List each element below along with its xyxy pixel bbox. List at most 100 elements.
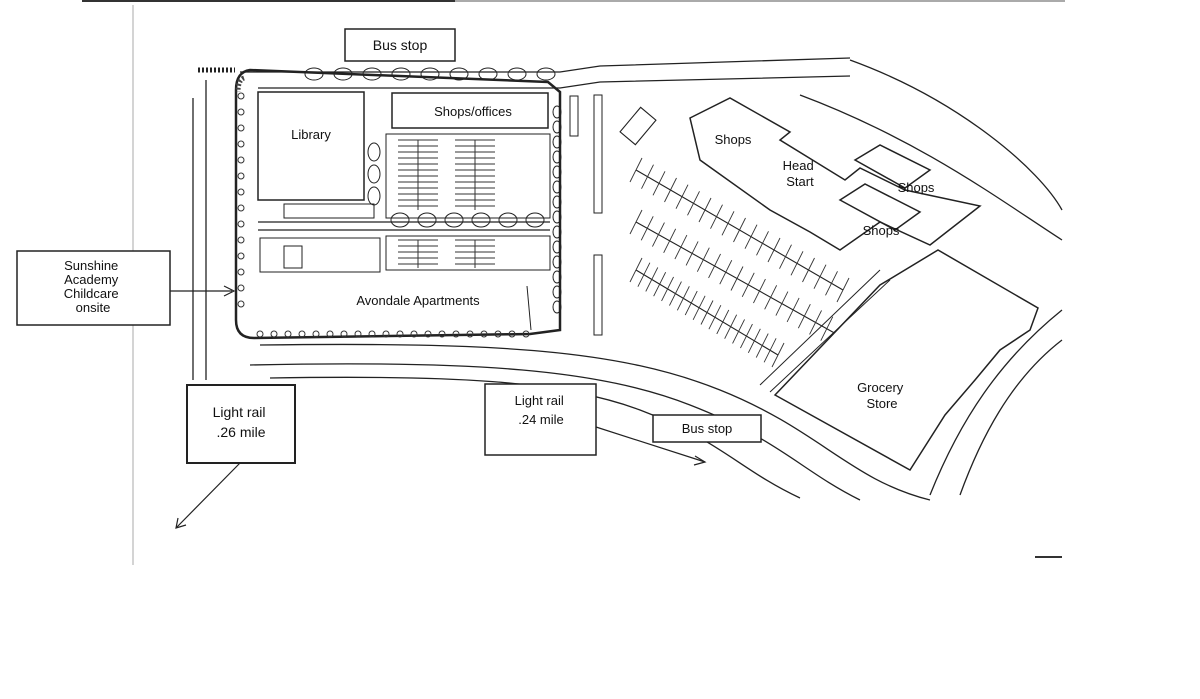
parking-stall <box>635 157 643 171</box>
parking-stall <box>741 284 749 297</box>
parking-stall <box>664 189 671 203</box>
tree-icon <box>552 270 562 284</box>
parking-stall <box>809 322 816 335</box>
parking-stall <box>690 290 698 304</box>
parking-stall <box>815 310 822 323</box>
parking-stall <box>779 256 786 269</box>
inner-parking <box>258 133 551 331</box>
tree-icon <box>354 330 362 338</box>
bus-stop-bottom: Bus stop <box>652 414 762 443</box>
parking-stall <box>786 309 794 323</box>
parking-stall <box>777 342 785 356</box>
tree-icon <box>298 330 306 338</box>
parking-stall <box>775 303 783 316</box>
tree-icon <box>552 120 562 134</box>
svg-text:Bus stop: Bus stop <box>682 421 733 436</box>
tree-icon <box>480 330 488 338</box>
tree-icon <box>478 67 498 81</box>
parking-stall <box>658 222 665 235</box>
tree-icon <box>552 150 562 164</box>
parking-stall <box>716 204 723 217</box>
svg-text:Bus stop: Bus stop <box>373 37 428 53</box>
tree-icon <box>552 135 562 149</box>
tree-icon <box>498 212 518 228</box>
parking-stall <box>732 331 739 344</box>
parking-stall <box>764 297 772 310</box>
parking-stall <box>643 262 651 275</box>
parking-stall <box>700 312 708 325</box>
tree-icon <box>237 252 245 260</box>
parking-stall <box>698 295 706 308</box>
parking-stall <box>658 171 666 184</box>
parking-stall <box>676 298 684 311</box>
tree-icon <box>284 330 292 338</box>
parking-stall <box>669 293 676 306</box>
tree-icon <box>552 300 562 314</box>
parking-stall <box>727 211 735 224</box>
parking-stall <box>753 328 761 342</box>
tree-icon <box>536 67 556 81</box>
tree-icon <box>552 210 562 224</box>
tree-icon <box>237 108 245 116</box>
tree-icon <box>396 330 404 338</box>
parking-stall <box>653 283 661 297</box>
parking-stall <box>725 260 733 273</box>
grocery-store-label: Grocery Store <box>857 380 907 411</box>
parking-stall <box>730 278 738 291</box>
svg-text:Sunshine Academy C: Sunshine Academy Childcare onsite <box>64 258 123 315</box>
tree-icon <box>438 330 446 338</box>
tree-icon <box>390 212 410 228</box>
parking-stall <box>797 315 805 329</box>
tree-icon <box>237 156 245 164</box>
parking-stall <box>693 191 700 204</box>
tree-icon <box>444 212 464 228</box>
library-label: Library <box>291 127 331 142</box>
parking-stall <box>646 216 654 229</box>
light-rail-left-callout: Light rail .26 mile <box>175 384 296 529</box>
tree-icon <box>270 330 278 338</box>
tree-icon <box>410 330 418 338</box>
parking-stall <box>685 253 693 266</box>
tree-icon <box>237 284 245 292</box>
tree-icon <box>525 212 545 228</box>
parking-stall <box>698 209 706 223</box>
parking-stall <box>813 276 821 289</box>
parking-stall <box>675 281 682 294</box>
tree-icon <box>237 220 245 228</box>
parking-stall <box>820 328 828 341</box>
parking-stall <box>635 209 643 223</box>
tree-icon <box>237 124 245 132</box>
tree-icon <box>256 330 264 338</box>
shops-label-1: Shops <box>715 132 752 147</box>
tree-icon <box>237 172 245 180</box>
parking-stall <box>759 278 766 292</box>
parking-stall <box>744 236 752 249</box>
parking-stall <box>721 223 729 236</box>
parking-stall <box>641 176 648 189</box>
tree-icon <box>237 92 245 100</box>
parking-stall <box>708 317 716 330</box>
parking-stall <box>733 229 740 243</box>
shops-offices-label: Shops/offices <box>434 104 512 119</box>
tree-icon <box>340 330 348 338</box>
shops-label-2: Shops <box>898 180 935 195</box>
parking-stall <box>651 267 659 280</box>
median-strips <box>569 94 603 336</box>
parking-stall <box>652 183 660 196</box>
parking-stall <box>710 216 717 229</box>
tree-icon <box>368 330 376 338</box>
parking-stall <box>792 297 800 311</box>
parking-stall <box>684 302 692 316</box>
parking-stall <box>755 345 763 358</box>
parking-stall <box>629 269 637 283</box>
tree-icon <box>304 67 324 81</box>
parking-stall <box>716 321 724 335</box>
parking-stall <box>746 323 753 337</box>
tree-icon <box>552 180 562 194</box>
tree-icon <box>367 164 381 184</box>
bus-stop-top: Bus stop <box>344 28 456 62</box>
parking-stall <box>796 251 804 264</box>
parking-stall <box>663 240 671 254</box>
parking-stall <box>842 277 850 291</box>
